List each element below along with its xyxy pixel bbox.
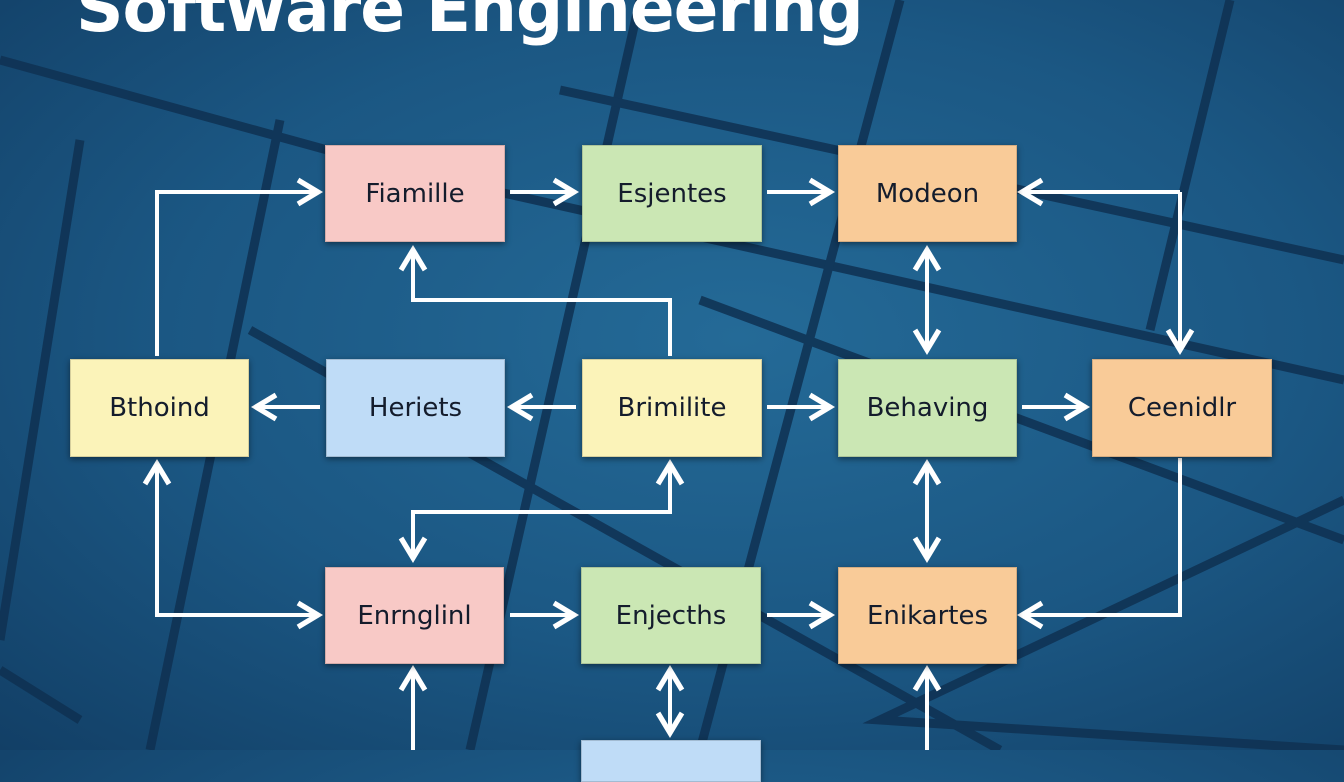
node-bthoind: Bthoind bbox=[70, 359, 249, 457]
node-bottom-partial bbox=[581, 740, 761, 782]
node-modeon: Modeon bbox=[838, 145, 1017, 242]
node-label: Enrnglinl bbox=[357, 600, 472, 631]
arrow-brimilite-enrnglinl bbox=[398, 458, 685, 564]
node-label: Brimilite bbox=[617, 393, 727, 423]
node-enjecths: Enjecths bbox=[581, 567, 761, 664]
node-label: Enjecths bbox=[615, 600, 727, 631]
node-enrnglinl: Enrnglinl bbox=[325, 567, 504, 664]
arrow-ceenidlr-enikartes bbox=[1016, 458, 1182, 630]
arrow-bthoind-fiamille bbox=[155, 177, 324, 356]
node-label: Modeon bbox=[875, 178, 980, 209]
node-label: Fiamille bbox=[365, 178, 465, 209]
diagram-title: Software Engineering bbox=[76, 0, 864, 47]
node-label: Bthoind bbox=[109, 393, 210, 423]
node-esjentes: Esjentes bbox=[582, 145, 762, 242]
node-label: Heriets bbox=[368, 393, 463, 423]
arrow-bthoind-enrnglinl bbox=[142, 458, 324, 630]
node-label: Behaving bbox=[866, 393, 989, 423]
node-label: Esjentes bbox=[617, 178, 727, 209]
node-enikartes: Enikartes bbox=[838, 567, 1017, 664]
node-fiamille: Fiamille bbox=[325, 145, 505, 242]
node-label: Ceenidlr bbox=[1127, 393, 1237, 423]
node-label: Enikartes bbox=[866, 600, 989, 631]
node-behaving: Behaving bbox=[838, 359, 1017, 457]
node-heriets: Heriets bbox=[326, 359, 505, 457]
connector-arrows bbox=[142, 177, 1195, 739]
node-ceenidlr: Ceenidlr bbox=[1092, 359, 1272, 457]
node-brimilite: Brimilite bbox=[582, 359, 762, 457]
arrow-brimilite-fiamille bbox=[398, 244, 672, 356]
